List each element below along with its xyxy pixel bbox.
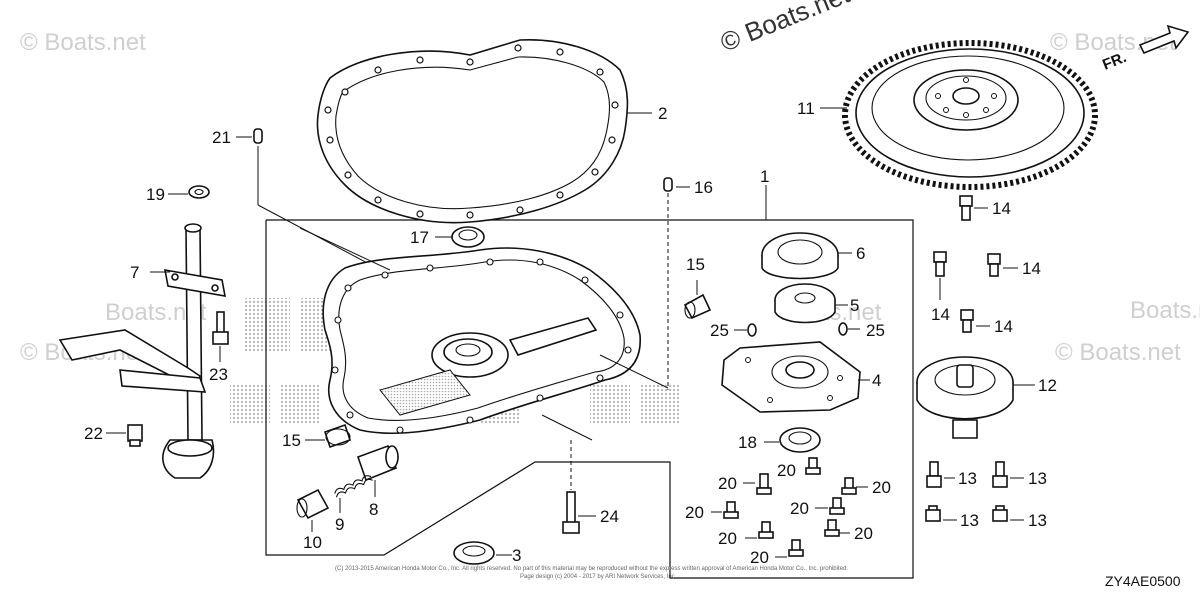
callout-label: 20 bbox=[872, 478, 891, 497]
bolt[interactable] bbox=[711, 501, 739, 519]
bolt[interactable] bbox=[960, 309, 990, 333]
assembly-frame bbox=[265, 185, 914, 579]
callout-label: 2 bbox=[658, 104, 667, 123]
footer: (C) 2013-2015 American Honda Motor Co., … bbox=[335, 566, 1181, 589]
bolt[interactable] bbox=[212, 311, 229, 362]
copyright-text: (C) 2013-2015 American Honda Motor Co., … bbox=[335, 566, 848, 572]
oil-gauge-tube[interactable] bbox=[58, 223, 226, 479]
callout-label: 18 bbox=[738, 433, 757, 452]
dowel-pin[interactable] bbox=[838, 322, 860, 336]
bolt[interactable] bbox=[824, 519, 850, 537]
callout-label: 15 bbox=[686, 255, 705, 274]
callout-label: 24 bbox=[600, 507, 619, 526]
callout-label: 5 bbox=[850, 296, 859, 315]
oil-seal[interactable] bbox=[435, 226, 485, 248]
housing[interactable] bbox=[299, 227, 669, 441]
bolt[interactable] bbox=[815, 497, 845, 515]
callout-label: 3 bbox=[512, 546, 521, 565]
copyright-text: Page design (c) 2004 - 2017 by ARI Netwo… bbox=[520, 574, 677, 580]
callout-label: 13 bbox=[958, 469, 977, 488]
watermark-text: © Boats.net bbox=[20, 29, 146, 56]
spring[interactable] bbox=[334, 474, 373, 513]
inner-rotor[interactable] bbox=[774, 283, 848, 324]
bolt[interactable] bbox=[562, 440, 596, 534]
bolt[interactable] bbox=[933, 251, 947, 300]
pump-cover[interactable] bbox=[721, 341, 870, 413]
callout-label: 13 bbox=[960, 511, 979, 530]
callout-label: 12 bbox=[1038, 376, 1057, 395]
bolt[interactable] bbox=[992, 505, 1024, 522]
callout-label: 25 bbox=[710, 321, 729, 340]
watermark-text: © Boats.net bbox=[1055, 339, 1181, 366]
dowel-pin[interactable] bbox=[663, 177, 690, 390]
callout-label: 20 bbox=[790, 499, 809, 518]
relief-valve[interactable] bbox=[356, 444, 399, 497]
callout-label: 17 bbox=[410, 228, 429, 247]
callout-label: 11 bbox=[797, 99, 815, 118]
callout-label: 25 bbox=[866, 321, 885, 340]
callout-label: 16 bbox=[694, 178, 713, 197]
bolt[interactable] bbox=[992, 461, 1024, 488]
watermark-text: Boats.net bbox=[1130, 297, 1200, 324]
callout-labels: 1 2 3 4 5 6 7 8 9 10 11 12 13 13 13 13 1… bbox=[84, 99, 1057, 567]
bolt[interactable] bbox=[106, 424, 143, 447]
callout-label: 20 bbox=[718, 474, 737, 493]
callout-label: 20 bbox=[685, 503, 704, 522]
bolt[interactable] bbox=[925, 505, 957, 522]
callout-label: 14 bbox=[931, 305, 950, 324]
callout-label: 20 bbox=[854, 524, 873, 543]
flywheel[interactable] bbox=[820, 40, 1098, 190]
callout-label: 15 bbox=[282, 431, 301, 450]
callout-label: 13 bbox=[1028, 511, 1047, 530]
plug[interactable] bbox=[305, 423, 352, 449]
dowel-pin[interactable] bbox=[734, 323, 757, 337]
bolt[interactable] bbox=[926, 461, 955, 488]
arrow-icon bbox=[1138, 24, 1190, 55]
gasket[interactable] bbox=[316, 38, 652, 224]
callout-label: 1 bbox=[760, 167, 769, 186]
bolt[interactable] bbox=[987, 253, 1018, 277]
callout-label: 13 bbox=[1028, 469, 1047, 488]
callout-label: 8 bbox=[369, 500, 378, 519]
drive-plate[interactable] bbox=[916, 356, 1035, 439]
plug[interactable] bbox=[683, 280, 712, 320]
callout-label: 14 bbox=[994, 317, 1013, 336]
bolt[interactable] bbox=[775, 539, 804, 558]
callout-label: 21 bbox=[212, 128, 231, 147]
callout-label: 14 bbox=[992, 199, 1011, 218]
bolt[interactable] bbox=[841, 477, 868, 495]
callout-label: 10 bbox=[303, 533, 322, 552]
callout-label: 6 bbox=[856, 244, 865, 263]
callout-label: 22 bbox=[84, 424, 103, 443]
outer-rotor[interactable] bbox=[761, 232, 852, 280]
callout-label: 20 bbox=[718, 529, 737, 548]
callout-label: 23 bbox=[209, 365, 228, 384]
bolt[interactable] bbox=[805, 457, 821, 475]
washer[interactable] bbox=[168, 185, 210, 199]
callout-label: 19 bbox=[146, 185, 165, 204]
callout-label: 4 bbox=[872, 371, 881, 390]
callout-label: 7 bbox=[130, 263, 139, 282]
callout-label: 20 bbox=[777, 461, 796, 480]
callout-label: 20 bbox=[750, 548, 769, 567]
oil-seal[interactable] bbox=[453, 541, 512, 565]
bolt[interactable] bbox=[959, 195, 988, 221]
plug[interactable] bbox=[296, 488, 330, 532]
bolt[interactable] bbox=[743, 473, 772, 495]
watermark-text: © Boats.net bbox=[716, 0, 854, 58]
oil-seal[interactable] bbox=[764, 427, 821, 453]
diagram-code: ZY4AE0500 bbox=[1105, 573, 1181, 589]
bolt[interactable] bbox=[745, 521, 774, 539]
callout-label: 14 bbox=[1022, 259, 1041, 278]
callout-label: 9 bbox=[335, 515, 344, 534]
